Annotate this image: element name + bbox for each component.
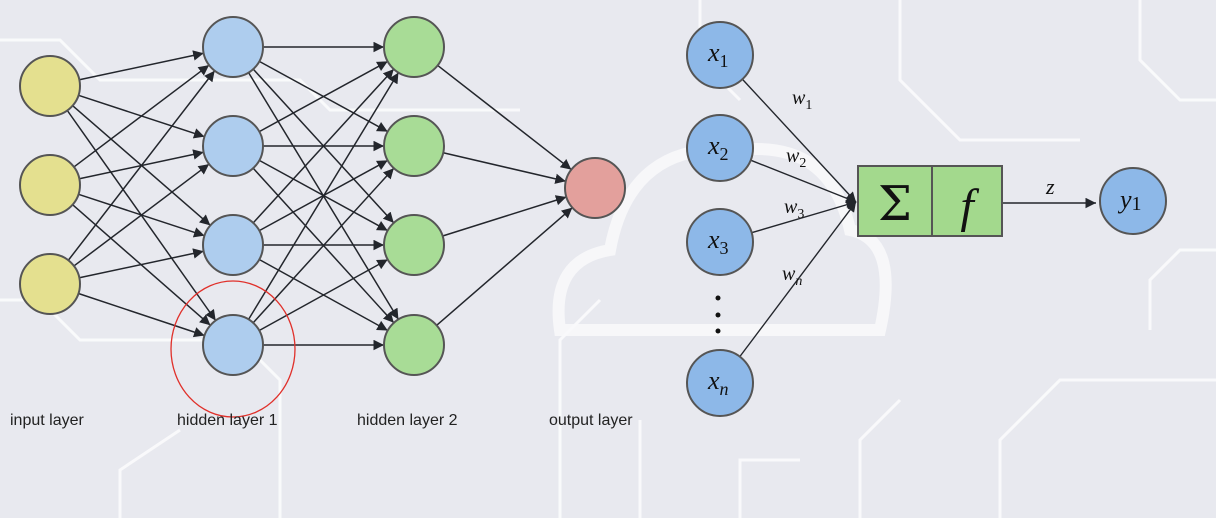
weight-label: w1 — [792, 87, 812, 113]
ellipsis-dot — [715, 295, 721, 301]
weight-edge — [741, 78, 857, 203]
input-node — [686, 349, 754, 417]
neuron-node — [202, 314, 264, 376]
output-edge-label: z — [1045, 174, 1055, 199]
output-node-label: y1 — [1117, 185, 1142, 215]
layer-label-input: input layer — [10, 412, 84, 429]
ellipsis-dot — [715, 328, 721, 334]
weight-edge — [751, 200, 857, 234]
neuron-node — [383, 16, 445, 78]
network-edges — [66, 41, 573, 351]
highlight-ring — [170, 280, 296, 418]
network-edge — [252, 68, 395, 224]
layer-label-hidden-1: hidden layer 1 — [177, 412, 278, 429]
weight-label: w2 — [786, 145, 806, 171]
network-edge — [79, 248, 204, 279]
weight-label: wn — [782, 263, 802, 289]
input-node — [686, 114, 754, 182]
network-edge — [247, 72, 400, 320]
neuron-node — [19, 55, 81, 117]
neuron-node — [19, 154, 81, 216]
network-edge — [442, 195, 567, 237]
neuron-node — [202, 16, 264, 78]
network-edge — [79, 50, 204, 81]
neuron-node — [564, 157, 626, 219]
neuron-node — [383, 314, 445, 376]
neuron-node — [383, 214, 445, 276]
network-edge — [443, 152, 566, 184]
input-node-label: x3 — [707, 225, 729, 258]
input-node-label: x1 — [707, 38, 729, 71]
weight-edge — [750, 159, 857, 203]
input-node — [686, 21, 754, 89]
network-edge — [67, 70, 216, 261]
input-node-label: xn — [707, 366, 729, 399]
sum-activation-box — [857, 165, 1003, 237]
neuron-node — [19, 253, 81, 315]
layer-label-hidden-2: hidden layer 2 — [357, 412, 458, 429]
input-node — [686, 208, 754, 276]
network-edge — [258, 60, 389, 133]
weight-edge — [739, 201, 857, 358]
neuron-node — [202, 115, 264, 177]
layer-label-output: output layer — [549, 412, 633, 429]
network-edge — [436, 207, 573, 326]
output-node — [1099, 167, 1167, 235]
network-edge — [252, 167, 395, 324]
weight-label: w3 — [784, 196, 804, 222]
neuron-node — [383, 115, 445, 177]
network-edge — [78, 292, 205, 338]
neuron-node — [202, 214, 264, 276]
network-nodes — [19, 16, 626, 418]
network-edge — [437, 64, 572, 171]
ellipsis-dot — [715, 312, 721, 318]
network-edge — [73, 64, 210, 168]
sum-symbol: Σ — [878, 176, 912, 232]
network-edge — [73, 163, 210, 267]
network-edge — [258, 258, 389, 332]
input-node-label: x2 — [707, 131, 729, 164]
